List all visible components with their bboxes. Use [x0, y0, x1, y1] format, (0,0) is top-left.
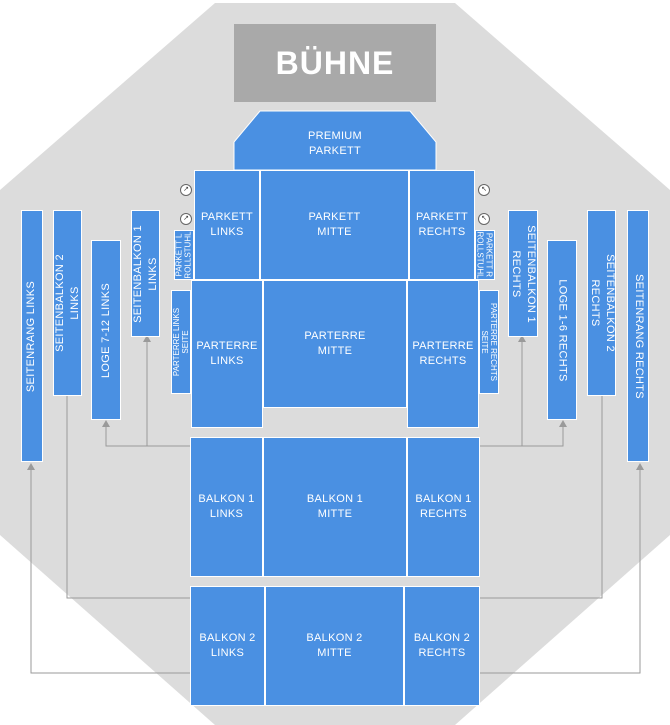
parkett-rechts-label: PARKETT RECHTS — [415, 211, 468, 238]
section-balkon1-links[interactable]: BALKON 1 LINKS — [190, 437, 263, 577]
section-parterre-mitte[interactable]: PARTERRE MITTE — [263, 280, 407, 408]
stage: BÜHNE — [234, 24, 436, 102]
parkett-links-label: PARKETT LINKS — [200, 211, 253, 238]
exit-icon: ↖ — [478, 184, 490, 196]
section-balkon2-mitte[interactable]: BALKON 2 MITTE — [265, 586, 404, 706]
parterre-links-label: PARTERRE LINKS — [196, 340, 258, 367]
seitenbalkon2-links-label: SEITENBALKON 2 LINKS — [53, 254, 81, 352]
balkon2-mitte-label: BALKON 2 MITTE — [306, 632, 363, 659]
exit-icon: ↗ — [180, 184, 192, 196]
section-seitenbalkon2-rechts[interactable]: SEITENBALKON 2 RECHTS — [587, 210, 616, 396]
seitenbalkon2-rechts-label: SEITENBALKON 2 RECHTS — [588, 254, 616, 352]
premium-parkett-label: PREMIUM PARKETT — [307, 130, 363, 157]
loge-7-12-links-label: LOGE 7-12 LINKS — [99, 282, 112, 378]
section-parterre-links[interactable]: PARTERRE LINKS — [191, 280, 263, 428]
connector-lines — [30, 340, 641, 674]
section-loge-7-12-links[interactable]: LOGE 7-12 LINKS — [91, 240, 121, 420]
section-premium-parkett[interactable]: PREMIUM PARKETT — [260, 120, 410, 168]
parkett-r-rollstuhl-label: PARKETT R ROLLSTUHL — [476, 231, 494, 279]
seitenrang-rechts-label: SEITENRANG RECHTS — [632, 273, 645, 399]
seitenbalkon1-rechts-label: SEITENBALKON 1 RECHTS — [510, 224, 538, 323]
exit-icon: ↖ — [478, 213, 490, 225]
section-parterre-rechts-seite[interactable]: PARTERRE RECHTS SEITE — [479, 290, 499, 394]
parterre-mitte-label: PARTERRE MITTE — [304, 330, 366, 357]
section-parkett-rechts[interactable]: PARKETT RECHTS — [409, 170, 475, 280]
section-balkon2-links[interactable]: BALKON 2 LINKS — [190, 586, 265, 706]
parterre-links-seite-label: PARTERRE LINKS SEITE — [172, 307, 191, 377]
section-seitenrang-rechts[interactable]: SEITENRANG RECHTS — [627, 210, 649, 462]
section-parkett-l-rollstuhl[interactable]: PARKETT L ROLLSTUHL — [174, 230, 194, 280]
balkon2-links-label: BALKON 2 LINKS — [199, 632, 256, 659]
parkett-mitte-label: PARKETT MITTE — [308, 211, 361, 238]
parterre-rechts-seite-label: PARTERRE RECHTS SEITE — [480, 303, 498, 381]
section-loge-1-6-rechts[interactable]: LOGE 1-6 RECHTS — [547, 240, 577, 420]
balkon1-mitte-label: BALKON 1 MITTE — [306, 493, 364, 520]
parkett-l-rollstuhl-label: PARKETT L ROLLSTUHL — [175, 231, 193, 279]
section-parkett-mitte[interactable]: PARKETT MITTE — [260, 170, 409, 280]
loge-1-6-rechts-label: LOGE 1-6 RECHTS — [556, 278, 569, 382]
stage-label: BÜHNE — [275, 44, 395, 81]
section-parterre-rechts[interactable]: PARTERRE RECHTS — [407, 280, 479, 428]
section-balkon2-rechts[interactable]: BALKON 2 RECHTS — [404, 586, 480, 706]
exit-icon: ↗ — [180, 213, 192, 225]
section-balkon1-rechts[interactable]: BALKON 1 RECHTS — [407, 437, 480, 577]
parterre-rechts-label: PARTERRE RECHTS — [412, 340, 474, 367]
seitenbalkon1-links-label: SEITENBALKON 1 LINKS — [131, 224, 159, 323]
balkon1-rechts-label: BALKON 1 RECHTS — [415, 493, 472, 520]
section-seitenbalkon1-links[interactable]: SEITENBALKON 1 LINKS — [131, 210, 160, 337]
section-seitenbalkon2-links[interactable]: SEITENBALKON 2 LINKS — [53, 210, 82, 396]
section-seitenrang-links[interactable]: SEITENRANG LINKS — [21, 210, 43, 462]
section-parkett-links[interactable]: PARKETT LINKS — [194, 170, 260, 280]
section-balkon1-mitte[interactable]: BALKON 1 MITTE — [263, 437, 407, 577]
balkon2-rechts-label: BALKON 2 RECHTS — [413, 632, 471, 659]
section-seitenbalkon1-rechts[interactable]: SEITENBALKON 1 RECHTS — [508, 210, 538, 337]
seitenrang-links-label: SEITENRANG LINKS — [25, 280, 38, 392]
section-parkett-r-rollstuhl[interactable]: PARKETT R ROLLSTUHL — [475, 230, 495, 280]
section-parterre-links-seite[interactable]: PARTERRE LINKS SEITE — [171, 290, 191, 394]
balkon1-links-label: BALKON 1 LINKS — [198, 493, 255, 520]
